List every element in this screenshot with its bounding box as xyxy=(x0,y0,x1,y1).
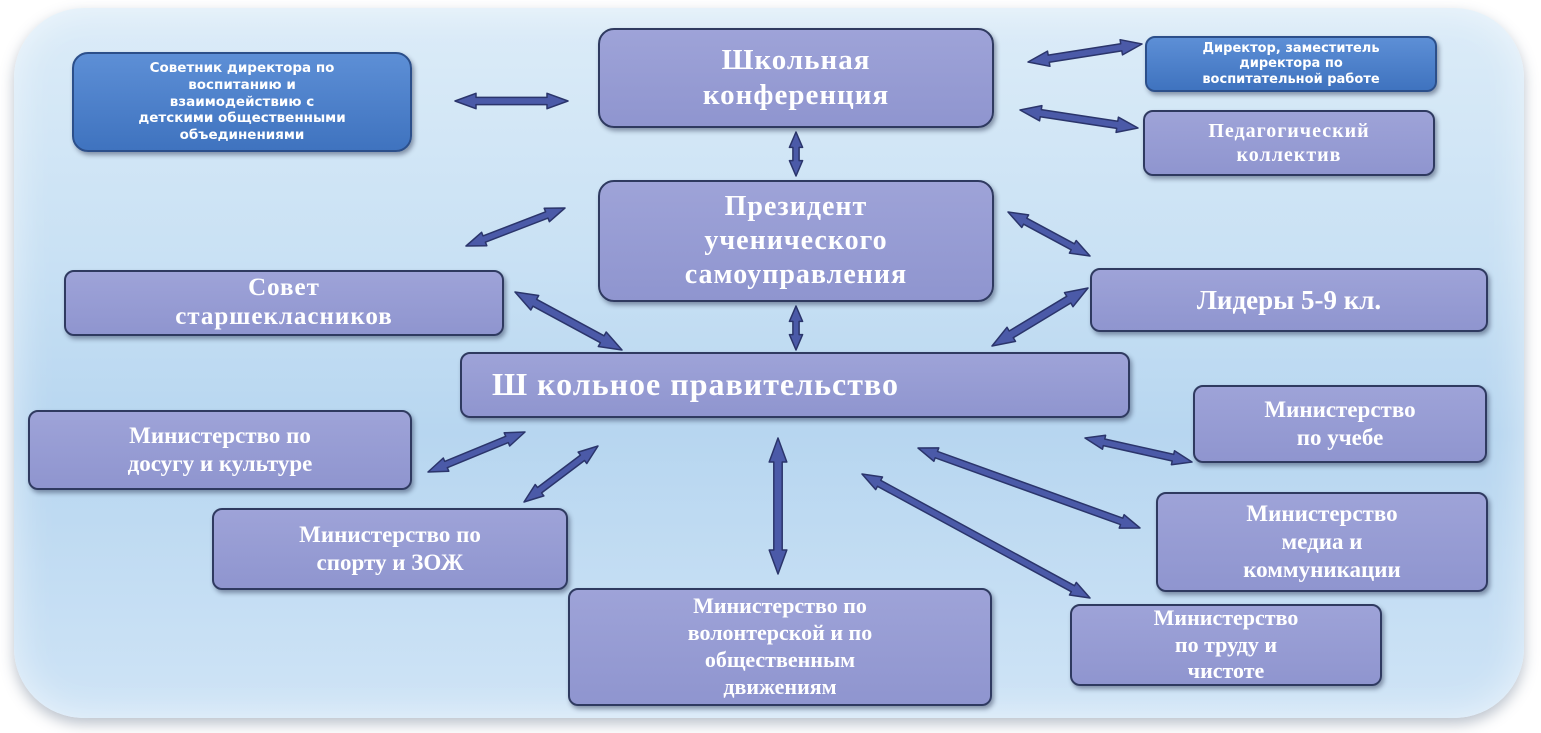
node-director: Директор, заместитель директора по воспи… xyxy=(1145,36,1437,92)
node-ministry-sport: Министерство по спорту и ЗОЖ xyxy=(212,508,568,590)
node-teachers: Педагогический коллектив xyxy=(1143,110,1435,176)
node-ministry-leisure: Министерство по досугу и культуре xyxy=(28,410,412,490)
node-advisor: Советник директора по воспитанию и взаим… xyxy=(72,52,412,152)
node-ministry-labor: Министерство по труду и чистоте xyxy=(1070,604,1382,686)
node-government: Ш кольное правительство xyxy=(460,352,1130,418)
node-ministry-volunteer: Министерство по волонтерской и по общест… xyxy=(568,588,992,706)
node-leaders: Лидеры 5-9 кл. xyxy=(1090,268,1488,332)
node-ministry-media: Министерство медиа и коммуникации xyxy=(1156,492,1488,592)
node-president: Президент ученического самоуправления xyxy=(598,180,994,302)
node-ministry-study: Министерство по учебе xyxy=(1193,385,1487,463)
node-school-conference: Школьная конференция xyxy=(598,28,994,128)
node-senior-council: Совет старшекласников xyxy=(64,270,504,336)
